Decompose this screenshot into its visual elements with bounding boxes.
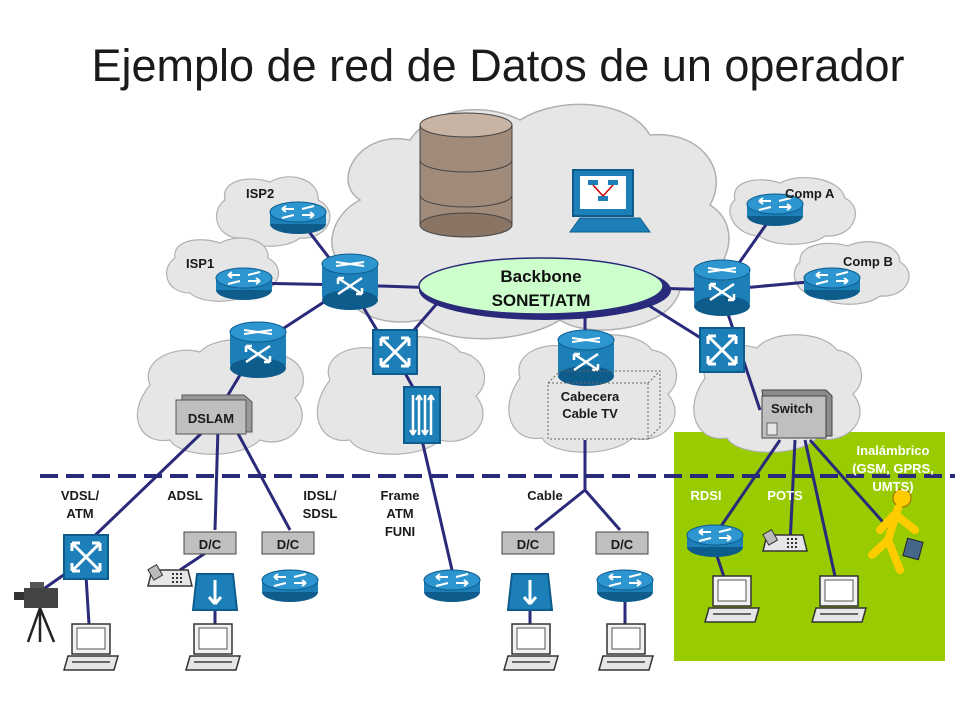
pc-icon [185,623,241,671]
dc-label: D/C [517,537,540,552]
dc-label: D/C [199,537,222,552]
adsl-label: ADSL [167,488,202,503]
cabecera-box: Cabecera Cable TV [547,370,661,440]
atm-switch-icon [371,328,419,376]
idsl-label-line1: IDSL/ [303,488,337,503]
pc-icon [704,575,760,623]
pc-icon [63,623,119,671]
inalambrico-label-line1: Inalámbrico [857,443,930,458]
rdsi-label: RDSI [690,488,721,503]
database-icon [419,112,513,238]
wireless-user-icon [868,488,924,574]
comp-a-label: Comp A [785,186,835,201]
frame-label-line3: FUNI [385,524,415,539]
cabecera-label-line2: Cable TV [562,406,618,421]
dc-label: D/C [611,537,634,552]
router-icon [261,569,319,603]
modem-icon [191,572,239,612]
dc-box: D/C [261,531,315,555]
dc-box: D/C [183,531,237,555]
dc-box: D/C [595,531,649,555]
backbone-label-line1: Backbone [500,267,581,286]
switch-box: Switch [761,389,833,439]
router-icon [803,267,861,301]
page-title: Ejemplo de red de Datos de un operador [91,40,905,91]
network-management-icon [569,169,651,233]
multilayer-switch-icon [320,252,380,312]
dslam-box: DSLAM [175,394,253,435]
modem-icon [506,572,554,612]
dc-label: D/C [277,537,300,552]
switch-label: Switch [771,401,813,416]
vdsl-label-line1: VDSL/ [61,488,100,503]
backbone-label-line2: SONET/ATM [492,291,591,310]
inalambrico-label-line2: (GSM, GPRS, [852,461,934,476]
backbone-node: Backbone SONET/ATM [418,257,671,320]
cable-label: Cable [527,488,562,503]
router-icon [596,569,654,603]
inalambrico-label-line3: UMTS) [872,479,913,494]
vdsl-label-line2: ATM [66,506,93,521]
idsl-label-line2: SDSL [303,506,338,521]
frame-label-line1: Frame [380,488,419,503]
router-icon [686,524,744,558]
lan-switch-icon [698,326,746,374]
multilayer-switch-icon [692,258,752,318]
pc-icon [598,623,654,671]
dslam-label: DSLAM [188,411,234,426]
router-icon [269,201,327,235]
atm-switch-icon [62,533,110,581]
dc-box: D/C [501,531,555,555]
comp-b-label: Comp B [843,254,893,269]
pc-icon [503,623,559,671]
multilayer-switch-icon [556,328,616,388]
cabecera-label-line1: Cabecera [561,389,620,404]
pots-label: POTS [767,488,803,503]
pc-icon [811,575,867,623]
router-icon [215,267,273,301]
router-icon [423,569,481,603]
isp2-label: ISP2 [246,186,274,201]
isp1-label: ISP1 [186,256,214,271]
multilayer-switch-icon [228,320,288,380]
camera-icon [14,582,58,643]
frame-label-line2: ATM [386,506,413,521]
frame-switch-icon [402,385,442,445]
